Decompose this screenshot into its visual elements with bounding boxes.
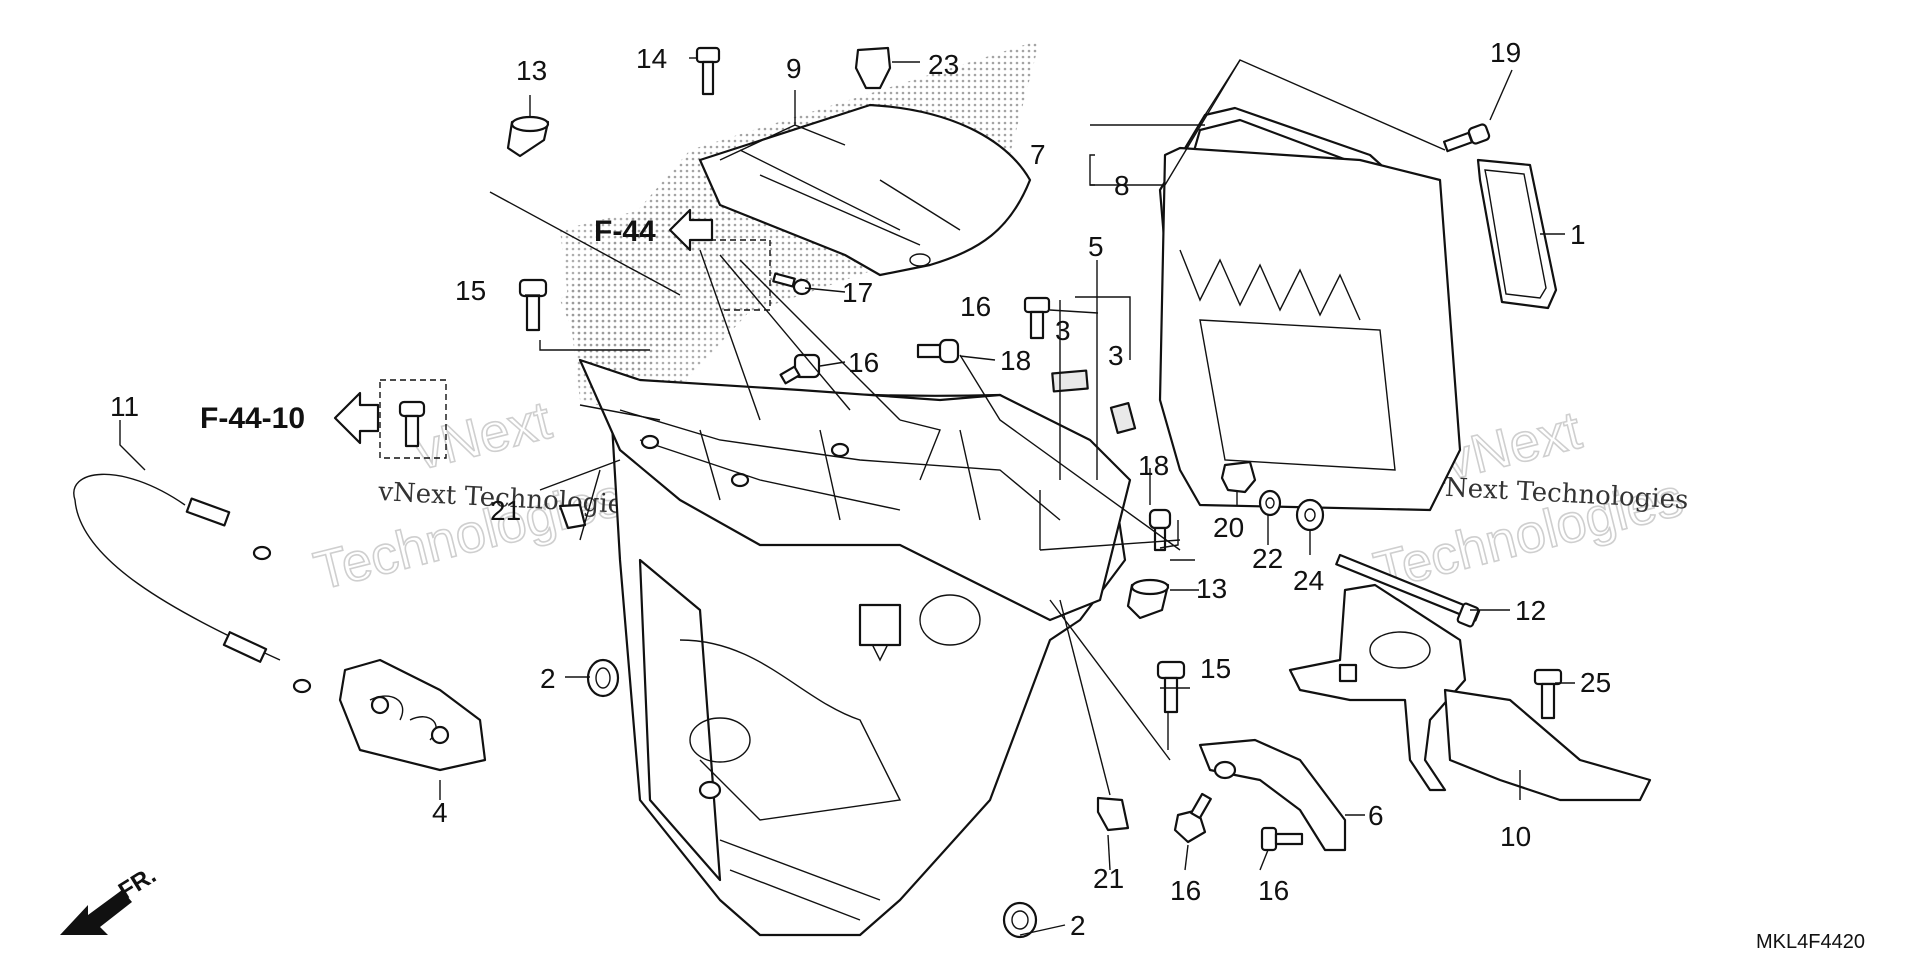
- callout-21-lower[interactable]: 21: [1093, 863, 1124, 894]
- callout-7[interactable]: 7: [1030, 139, 1046, 170]
- part-4-latch[interactable]: [338, 658, 487, 772]
- callout-labels: 1 2 2 3 3 4 5 6 7 8 9 10 11 12 13 13 14 …: [110, 37, 1611, 941]
- callout-8[interactable]: 8: [1114, 170, 1130, 201]
- leader-lines: [119, 57, 1575, 936]
- part-3-pad-b[interactable]: [1109, 402, 1137, 434]
- part-19-bolt[interactable]: [1442, 123, 1491, 153]
- callout-20[interactable]: 20: [1213, 512, 1244, 543]
- diagram-code: MKL4F4420: [1756, 931, 1865, 953]
- part-1-seal[interactable]: [1476, 158, 1558, 310]
- callout-13-top[interactable]: 13: [516, 55, 547, 86]
- part-2-grommet-left[interactable]: [586, 658, 620, 698]
- callout-5[interactable]: 5: [1088, 231, 1104, 262]
- part-14-bolt[interactable]: [695, 46, 721, 96]
- callout-14[interactable]: 14: [636, 43, 667, 74]
- callout-19[interactable]: 19: [1490, 37, 1521, 68]
- part-11-cable[interactable]: [73, 473, 312, 694]
- front-direction-arrow: FR.: [60, 862, 161, 935]
- part-8-lid-seal[interactable]: [1158, 146, 1462, 512]
- callout-25[interactable]: 25: [1580, 667, 1611, 698]
- part-25-bolt[interactable]: [1533, 668, 1563, 720]
- callout-3-a[interactable]: 3: [1055, 315, 1071, 346]
- part-21-clip-lower[interactable]: [1096, 796, 1130, 832]
- reference-f44-label: F-44: [594, 215, 656, 248]
- part-24-washer[interactable]: [1295, 498, 1325, 532]
- luggage-box-rim[interactable]: [578, 358, 1132, 622]
- reference-f44-10-label: F-44-10: [200, 402, 305, 435]
- part-15-bolt-right[interactable]: [1156, 660, 1186, 714]
- callout-15-right[interactable]: 15: [1200, 653, 1231, 684]
- part-16-bolt-lower-left[interactable]: [1173, 792, 1212, 844]
- watermark-left-line1: vNext: [408, 390, 556, 482]
- part-16-bolt-right[interactable]: [1023, 296, 1051, 340]
- callout-24[interactable]: 24: [1293, 565, 1324, 596]
- part-15-bolt-top[interactable]: [518, 278, 548, 332]
- callout-2-bottom[interactable]: 2: [1070, 910, 1086, 941]
- part-6-strap[interactable]: [1198, 738, 1347, 852]
- callout-23[interactable]: 23: [928, 49, 959, 80]
- reference-f44[interactable]: F-44: [594, 208, 714, 252]
- reference-f44-10-bolt: [398, 400, 426, 448]
- part-10-bracket[interactable]: [1288, 583, 1652, 802]
- callout-4[interactable]: 4: [432, 797, 448, 828]
- part-2-grommet-bottom[interactable]: [1002, 901, 1038, 939]
- callout-3-b[interactable]: 3: [1108, 340, 1124, 371]
- part-16-bolt-lower-right[interactable]: [1260, 826, 1304, 852]
- part-22-washer[interactable]: [1258, 489, 1282, 517]
- dotted-area-left: [560, 190, 760, 420]
- callout-6[interactable]: 6: [1368, 800, 1384, 831]
- part-9-upper-cover[interactable]: [698, 103, 1032, 277]
- part-23-clip[interactable]: [854, 46, 892, 90]
- part-18-bolt-right[interactable]: [1148, 508, 1172, 552]
- callout-15-top[interactable]: 15: [455, 275, 486, 306]
- part-3-pad-a[interactable]: [1051, 369, 1089, 393]
- callout-16-mid[interactable]: 16: [848, 347, 879, 378]
- callout-10[interactable]: 10: [1500, 821, 1531, 852]
- callout-2-left[interactable]: 2: [540, 663, 556, 694]
- callout-18-right[interactable]: 18: [1138, 450, 1169, 481]
- callout-17[interactable]: 17: [842, 277, 873, 308]
- callout-16-upper-right[interactable]: 16: [960, 291, 991, 322]
- callout-13-right[interactable]: 13: [1196, 573, 1227, 604]
- part-13-grommet-right[interactable]: [1126, 578, 1170, 620]
- reference-f44-10[interactable]: F-44-10: [200, 379, 447, 459]
- front-arrow-icon: [60, 890, 132, 935]
- part-13-grommet-top[interactable]: [506, 115, 550, 158]
- part-18-bolt-upper[interactable]: [916, 338, 960, 364]
- callout-16-lower-right[interactable]: 16: [1258, 875, 1289, 906]
- callout-16-lower-left[interactable]: 16: [1170, 875, 1201, 906]
- callout-12[interactable]: 12: [1515, 595, 1546, 626]
- part-12-long-bolt[interactable]: [1335, 553, 1481, 628]
- part-17-screw[interactable]: [772, 272, 812, 296]
- part-20-nut[interactable]: [1220, 460, 1257, 494]
- callout-18-upper[interactable]: 18: [1000, 345, 1031, 376]
- callout-22[interactable]: 22: [1252, 543, 1283, 574]
- callout-11[interactable]: 11: [110, 391, 139, 422]
- callout-21-left[interactable]: 21: [490, 495, 521, 526]
- callout-9[interactable]: 9: [786, 53, 802, 84]
- callout-1[interactable]: 1: [1570, 219, 1586, 250]
- part-16-bolt-upper[interactable]: [779, 353, 821, 385]
